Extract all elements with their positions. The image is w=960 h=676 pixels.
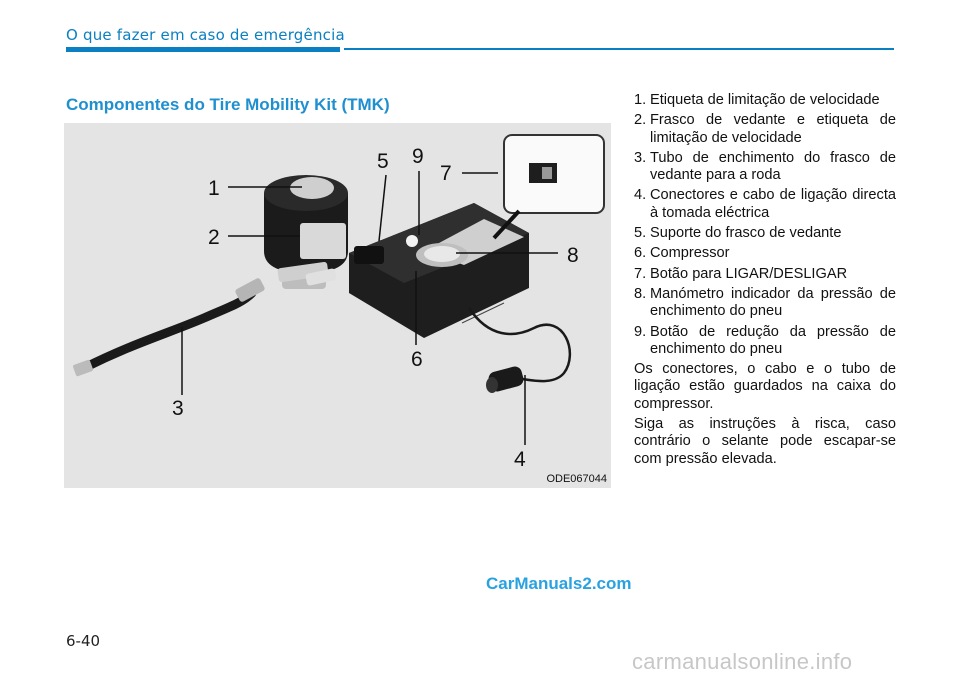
figure-label-2: 2	[208, 226, 220, 249]
connectors	[277, 261, 337, 286]
figure-label-4: 4	[514, 448, 526, 471]
figure-label-1: 1	[208, 177, 220, 200]
figure-code: ODE067044	[546, 473, 607, 485]
tmk-figure: 1 2 3 4 5 6 7 8 9 ODE067044	[64, 123, 611, 488]
list-item: 4.Conectores e cabo de ligação directa à…	[634, 187, 896, 221]
figure-label-5: 5	[377, 150, 389, 173]
sealant-bottle	[264, 175, 348, 289]
list-item: 6.Compressor	[634, 245, 730, 262]
compressor	[349, 203, 529, 338]
list-item: 5.Suporte do frasco de vedante	[634, 225, 842, 242]
kit-title: Componentes do Tire Mobility Kit (TMK)	[66, 95, 390, 114]
list-item: 8.Manómetro indicador da pressão de ench…	[634, 285, 896, 320]
power-cable	[467, 307, 572, 393]
warning-note: Siga as instruções à risca, caso contrár…	[634, 416, 896, 467]
figure-label-6: 6	[411, 348, 423, 371]
filling-hose	[73, 278, 265, 377]
list-item: 3.Tubo de enchimento do frasco de vedant…	[634, 149, 896, 184]
figure-label-3: 3	[172, 397, 184, 420]
storage-note: Os conectores, o cabo e o tubo de ligaçã…	[634, 361, 896, 412]
list-item: 7.Botão para LIGAR/DESLIGAR	[634, 265, 848, 282]
watermark-link[interactable]: CarManuals2.com	[486, 574, 632, 593]
figure-label-8: 8	[567, 244, 579, 267]
site-watermark: carmanualsonline.info	[632, 649, 853, 674]
figure-label-9: 9	[412, 145, 424, 168]
header-rule	[344, 48, 894, 50]
component-list: 1.Etiqueta de limitação de velocidade 2.…	[634, 92, 896, 471]
page-number: 6-40	[66, 632, 101, 650]
section-title: O que fazer em caso de emergência	[66, 26, 345, 44]
header-accent-bar	[66, 47, 340, 52]
list-item: 1.Etiqueta de limitação de velocidade	[634, 92, 880, 108]
switch-inset	[492, 134, 605, 240]
tmk-illustration: 1 2 3 4 5 6 7 8 9	[73, 134, 605, 471]
list-item: 2.Frasco de vedante e etiqueta de limita…	[634, 112, 896, 146]
list-item: 9.Botão de redução da pressão de enchime…	[634, 323, 896, 357]
figure-label-7: 7	[440, 162, 452, 185]
leader-lines	[181, 171, 558, 445]
